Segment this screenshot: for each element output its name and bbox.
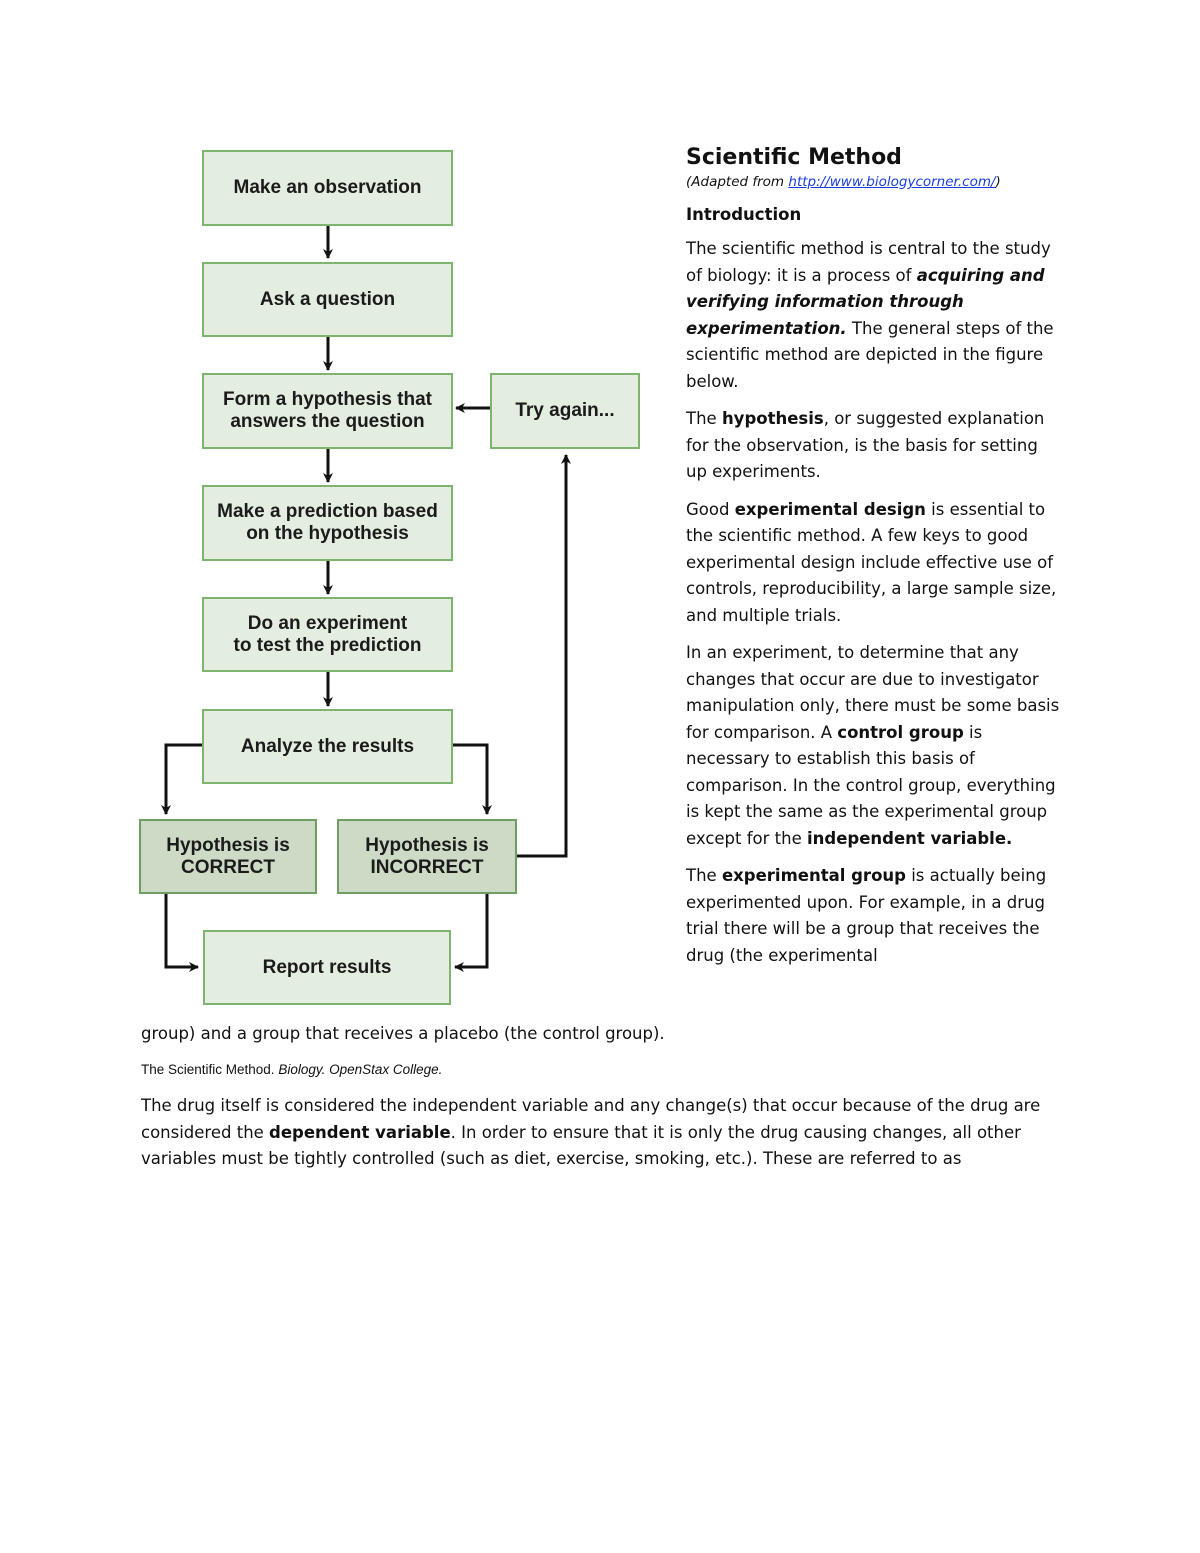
paragraph-5: The experimental group is actually being… <box>686 863 1061 969</box>
p2-text: The <box>686 409 722 428</box>
p6-text: The drug itself is considered the indepe… <box>141 1096 1041 1142</box>
step-form-hypothesis: Form a hypothesis that answers the quest… <box>202 373 453 449</box>
p4-period: . <box>1006 828 1013 848</box>
paragraph-6: The drug itself is considered the indepe… <box>141 1093 1061 1173</box>
p5-text: The <box>686 866 722 885</box>
step-hypothesis-correct: Hypothesis is CORRECT <box>139 819 317 894</box>
p4-text-mid: is necessary to establish this basis of … <box>686 722 1056 848</box>
step-make-prediction: Make a prediction based on the hypothesi… <box>202 485 453 561</box>
p2-term: hypothesis <box>721 409 824 428</box>
paragraph-4: In an experiment, to determine that any … <box>686 640 1061 852</box>
p6-term: dependent variable <box>269 1122 451 1142</box>
arrow-analyze-to-correct <box>161 743 203 815</box>
p1-emphasis: acquiring and verifying information thro… <box>686 265 1045 338</box>
p6-text-end: . In order to ensure that it is only the… <box>141 1122 1021 1169</box>
step-do-experiment: Do an experiment to test the prediction <box>202 597 453 672</box>
p5-term: experimental group <box>721 866 906 885</box>
caption-text: The Scientific Method. <box>141 1062 279 1077</box>
p1-text-end: The general steps of the scientific meth… <box>686 318 1054 391</box>
p5-text-end: is actually being experimented upon. For… <box>686 866 1047 965</box>
page-title: Scientific Method <box>686 145 902 170</box>
p3-text-end: is essential to the scientific method. A… <box>686 499 1057 625</box>
arrow-incorrect-to-report <box>454 894 489 972</box>
source-link[interactable]: http://www.biologycorner.com/ <box>788 174 996 190</box>
adapted-note: (Adapted from http://www.biologycorner.c… <box>686 173 1061 191</box>
paragraph-2: The hypothesis, or suggested explanation… <box>686 406 1061 486</box>
step-make-observation: Make an observation <box>202 150 453 226</box>
side-text: Scientific Method (Adapted from http://w… <box>686 143 1061 980</box>
step-hypothesis-incorrect: Hypothesis is INCORRECT <box>337 819 517 894</box>
step-report-results: Report results <box>203 930 451 1005</box>
p4-term: control group <box>837 722 964 742</box>
arrow-incorrect-to-try-again <box>517 454 571 858</box>
p4-text: In an experiment, to determine that any … <box>686 643 1060 742</box>
step-ask-question: Ask a question <box>202 262 453 337</box>
adapted-suffix: ) <box>995 174 1001 190</box>
figure-caption: The Scientific Method. Biology. OpenStax… <box>141 1060 442 1080</box>
paragraph-3: Good experimental design is essential to… <box>686 497 1061 630</box>
arrow-analyze-to-incorrect <box>453 743 492 815</box>
arrow-correct-to-report <box>164 894 199 972</box>
caption-source: Biology. OpenStax College. <box>278 1062 443 1077</box>
p4-term-2: independent variable <box>807 828 1007 848</box>
step-analyze-results: Analyze the results <box>202 709 453 784</box>
p3-term: experimental design <box>734 499 926 519</box>
p3-text: Good <box>686 499 735 519</box>
intro-heading: Introduction <box>686 205 802 224</box>
flowchart-connectors <box>161 226 571 972</box>
adapted-prefix: (Adapted from <box>686 174 789 190</box>
p2-text-end: , or suggested explanation for the obser… <box>686 409 1045 481</box>
p1-text: The scientific method is central to the … <box>686 239 1051 285</box>
paragraph-1: The scientific method is central to the … <box>686 236 1061 395</box>
step-try-again: Try again... <box>490 373 640 449</box>
paragraph-5-continuation: group) and a group that receives a place… <box>141 1024 665 1043</box>
